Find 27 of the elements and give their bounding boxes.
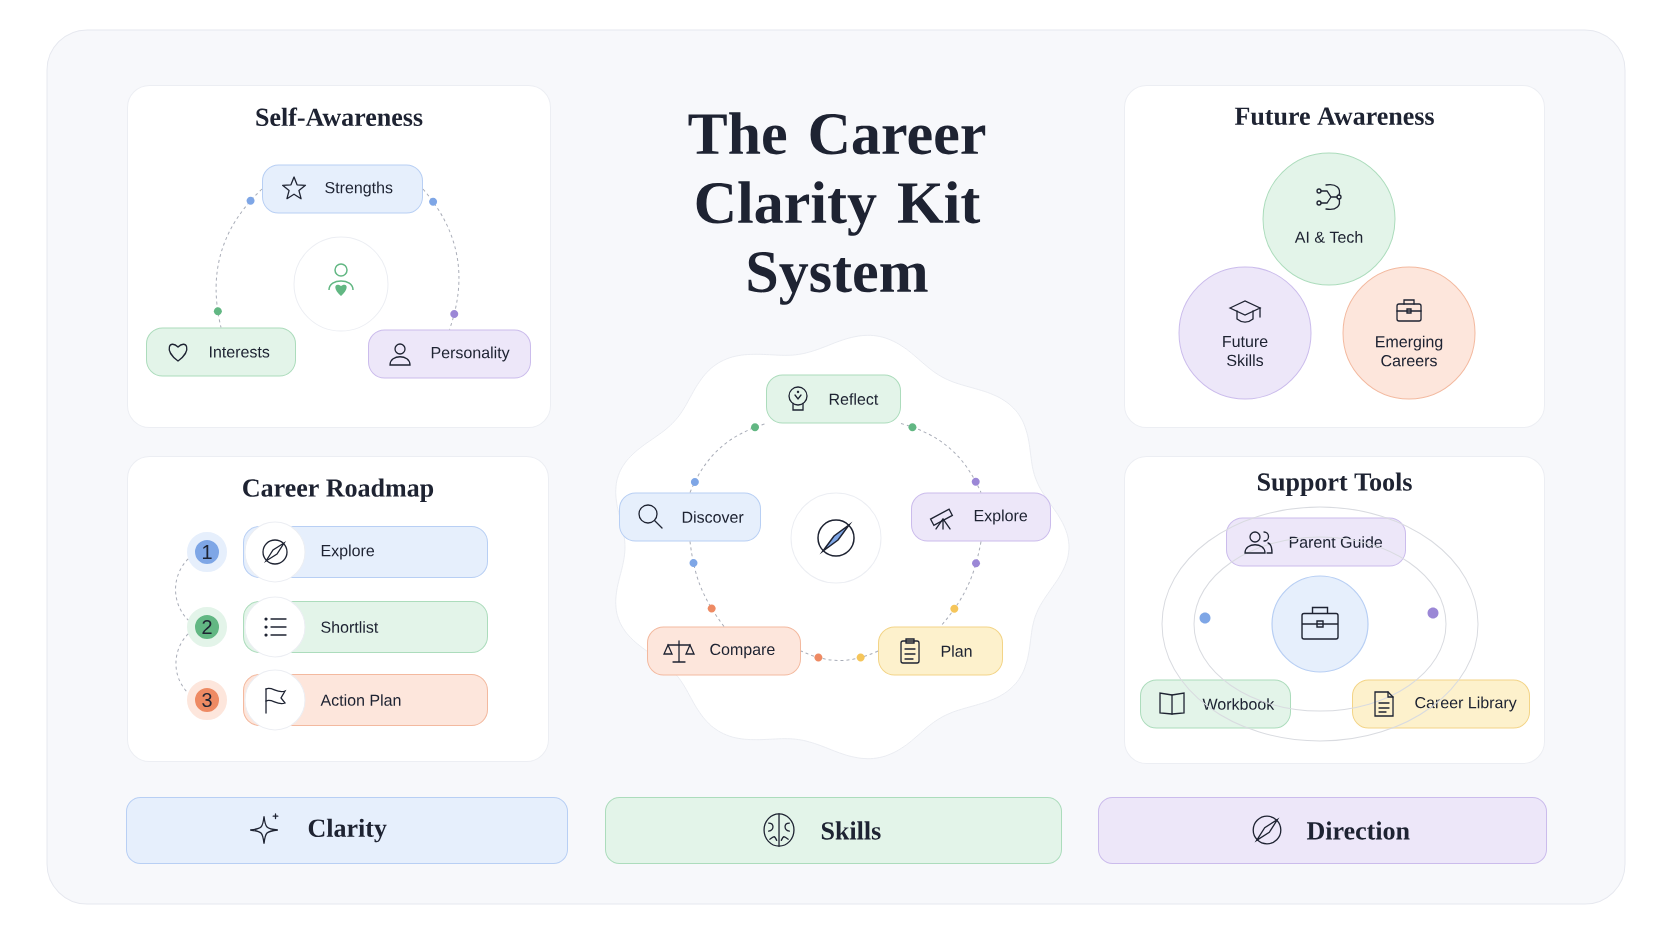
pill-box: Discover bbox=[619, 492, 761, 542]
dashed-connector bbox=[422, 188, 460, 330]
dashed-connector bbox=[175, 558, 189, 621]
theme-bar: Direction bbox=[1098, 797, 1547, 864]
step-number: 2 bbox=[187, 607, 227, 647]
pill-box: Explore bbox=[911, 492, 1051, 542]
dashed-connector bbox=[689, 423, 767, 493]
title: The Career Clarity Kit System bbox=[688, 112, 986, 305]
dashed-connector bbox=[215, 188, 263, 328]
pill-box: Compare bbox=[647, 626, 801, 676]
pill-box: Reflect bbox=[766, 374, 901, 424]
pill-box: Strengths bbox=[262, 164, 423, 214]
step-number: 1 bbox=[187, 532, 227, 572]
dashed-connector bbox=[175, 633, 189, 694]
theme-bar: Skills bbox=[605, 797, 1062, 864]
dashed-connector bbox=[900, 423, 982, 493]
dashed-connector bbox=[800, 650, 879, 661]
dashed-connector bbox=[689, 541, 725, 627]
dashed-connector bbox=[940, 541, 982, 627]
pill-box: Plan bbox=[878, 626, 1003, 676]
pill-box: Interests bbox=[146, 327, 296, 377]
pill-box: Workbook bbox=[1140, 679, 1291, 729]
step-number: 3 bbox=[187, 680, 227, 720]
pill-box: Parent Guide bbox=[1226, 517, 1406, 567]
theme-bar: Clarity bbox=[126, 797, 568, 864]
pill-box: Personality bbox=[368, 329, 531, 379]
pill-box: Career Library bbox=[1352, 679, 1530, 729]
